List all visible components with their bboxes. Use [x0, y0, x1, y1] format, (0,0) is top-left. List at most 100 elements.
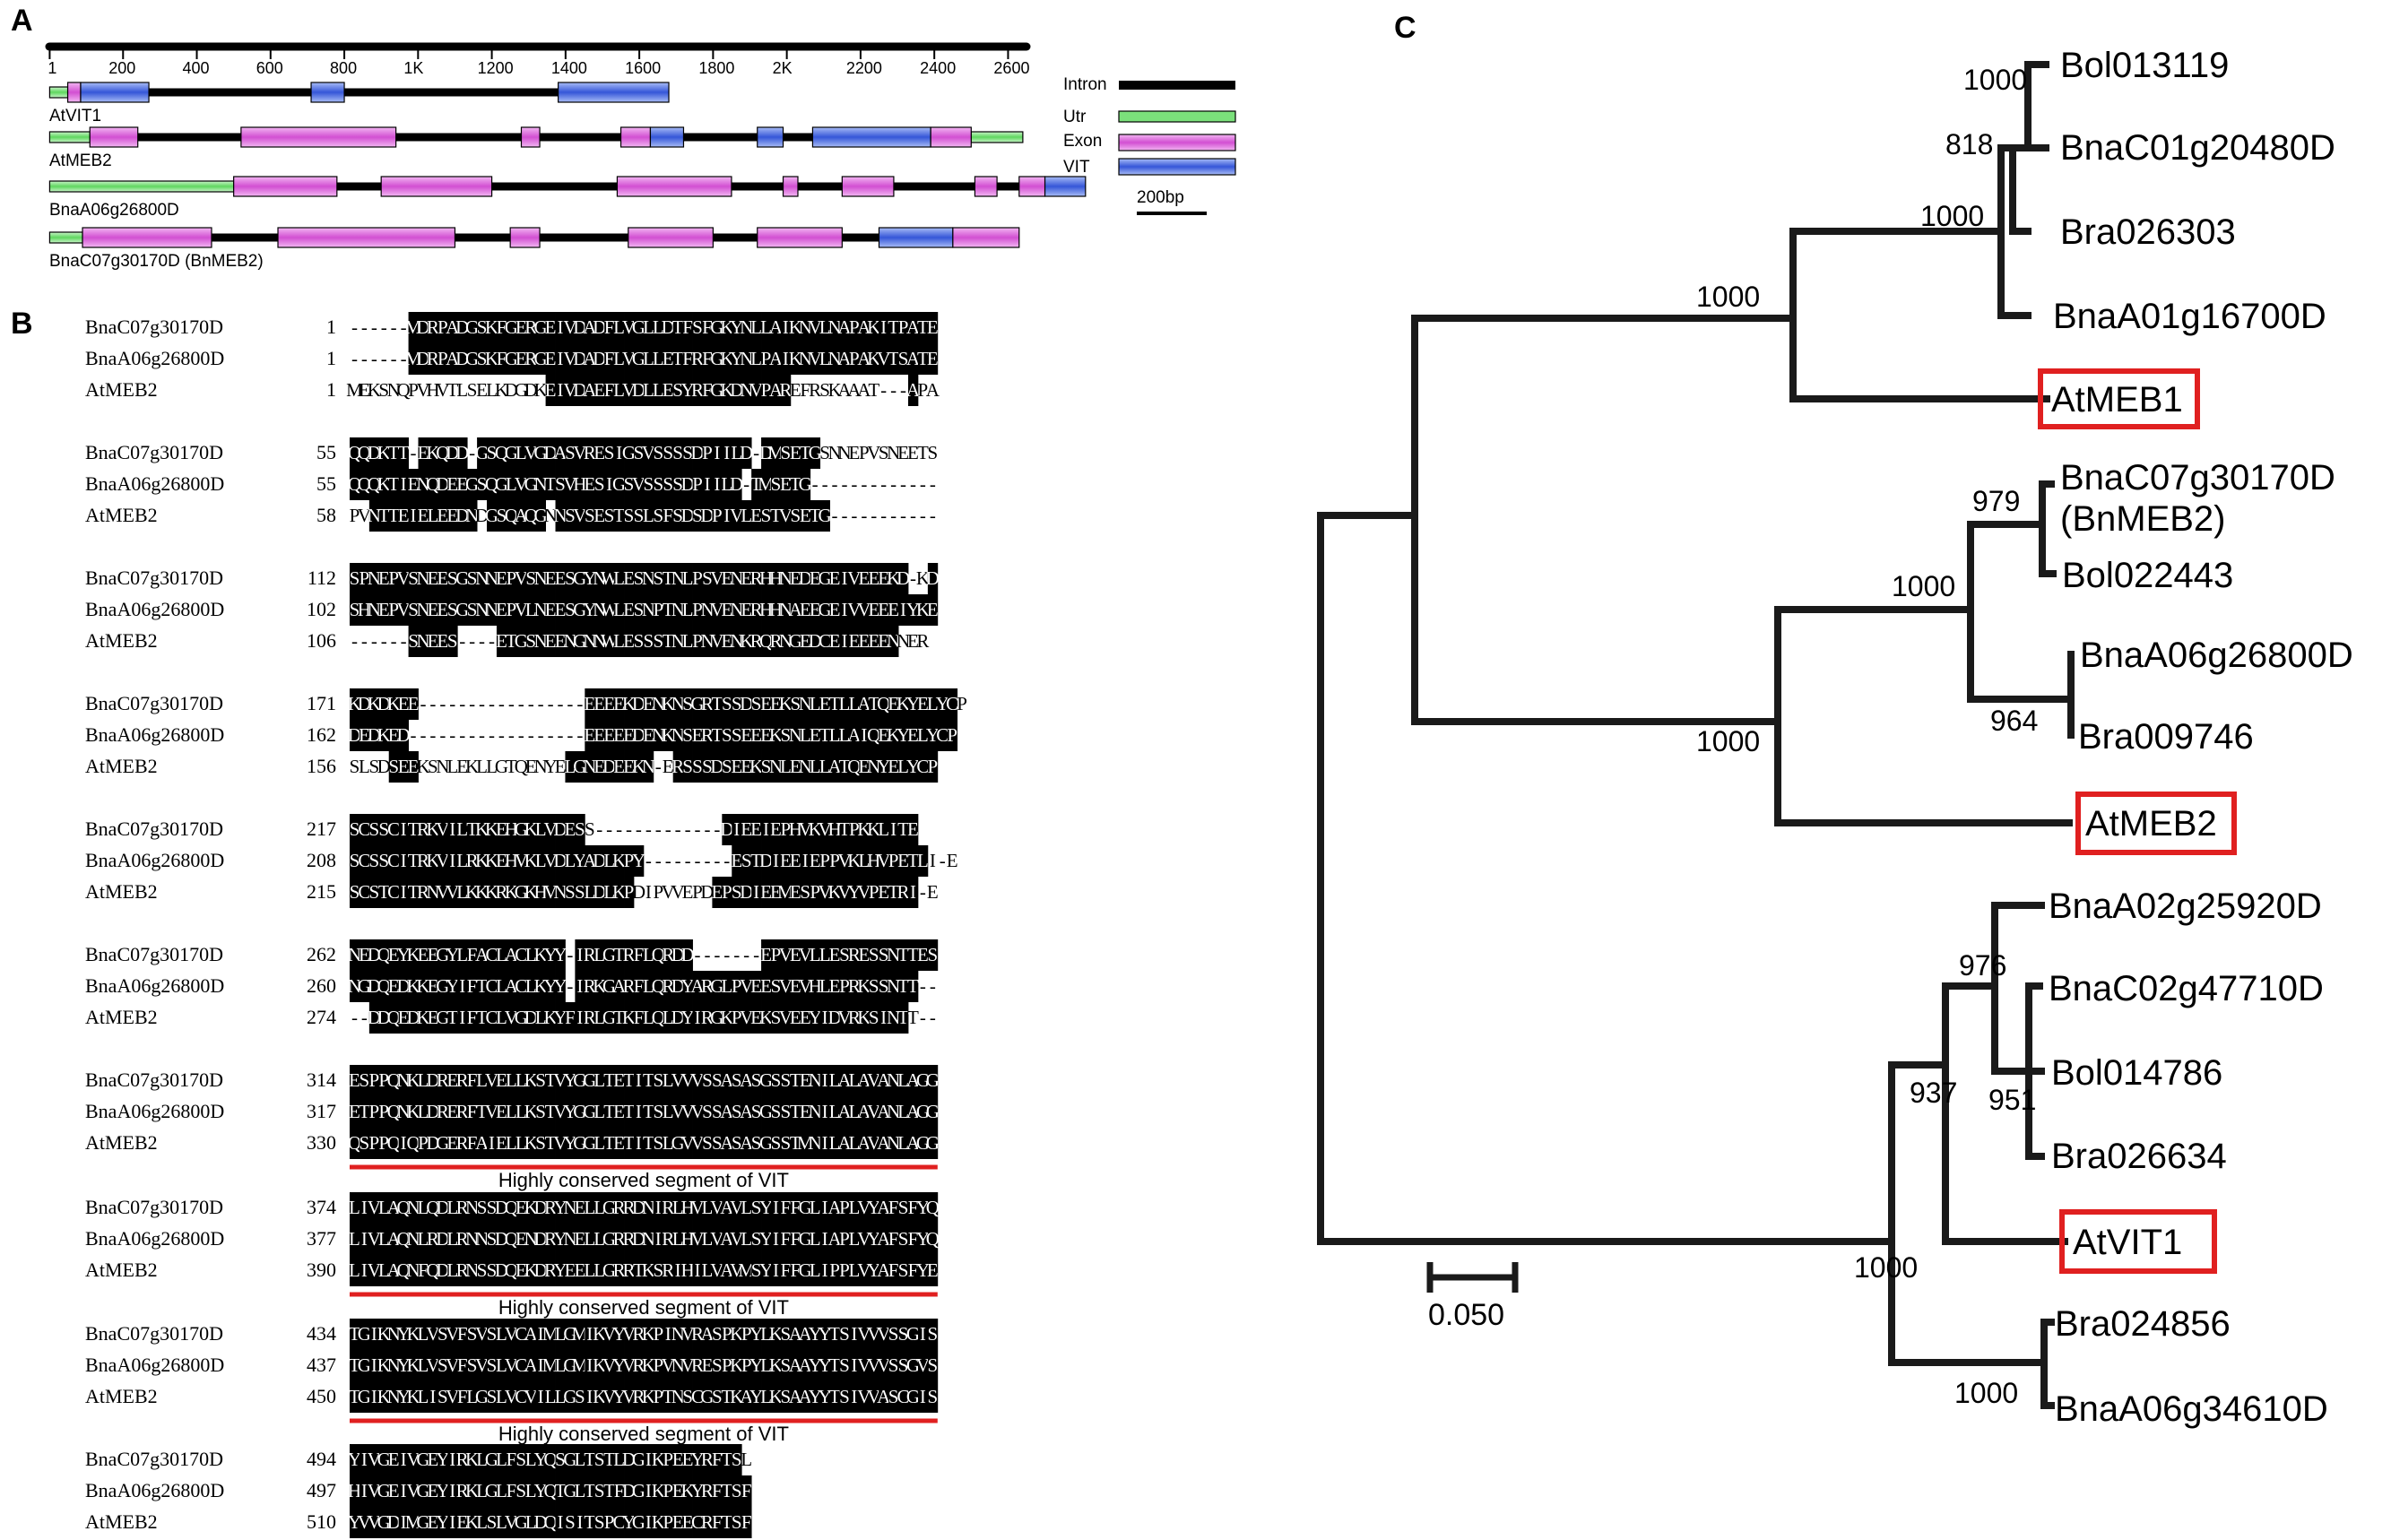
residue: P [692, 881, 703, 903]
residue-shade [614, 312, 625, 343]
residue: P [947, 724, 957, 746]
residue: G [505, 348, 518, 369]
residue: P [507, 567, 517, 589]
residue-shade [594, 626, 605, 657]
residue: S [378, 850, 389, 871]
residue: E [868, 567, 879, 589]
residue: G [632, 1511, 645, 1533]
vit-segment [310, 82, 345, 103]
exon-segment [66, 82, 82, 103]
residue-shade [682, 563, 693, 594]
residue-shade [359, 594, 370, 626]
residue-shade [761, 312, 772, 343]
residue: S [653, 630, 663, 652]
residue: F [781, 1197, 792, 1218]
residue-shade [672, 594, 684, 626]
residue: S [565, 1511, 576, 1533]
residue: - [930, 975, 936, 997]
residue-shade [408, 688, 419, 720]
residue-shade [780, 845, 792, 877]
residue-shade [437, 939, 448, 971]
residue: T [506, 630, 517, 652]
residue: H [426, 379, 439, 401]
residue-shade [594, 594, 605, 626]
residue: I [538, 1386, 544, 1407]
residue-shade [506, 626, 517, 657]
residue-shade [663, 594, 674, 626]
residue: N [416, 599, 429, 620]
residue: R [691, 379, 704, 401]
residue-shade [515, 626, 527, 657]
residue: N [887, 630, 900, 652]
residue: Y [680, 1007, 694, 1028]
residue: Q [926, 1228, 940, 1250]
residue-shade [682, 688, 693, 720]
residue: I [733, 818, 740, 840]
sequence-name: BnaC07g30170D [85, 1322, 223, 1345]
residue-shade [447, 469, 458, 500]
residue-shade [604, 845, 615, 877]
residue-shade [575, 469, 585, 500]
residue-shade [633, 312, 645, 343]
residue: D [436, 473, 449, 495]
residue: - [655, 850, 662, 871]
residue-shade [722, 469, 732, 500]
residue-shade [937, 720, 949, 751]
residue: D [524, 379, 538, 401]
sequence-start-position: 314 [307, 1068, 336, 1091]
residue: G [436, 944, 449, 965]
residue-shade [418, 877, 429, 908]
support-818: 818 [1945, 128, 1993, 160]
residue-shade [780, 437, 792, 469]
residue: - [567, 724, 573, 746]
residue-shade [418, 626, 429, 657]
residue: E [663, 379, 674, 401]
residue-shade [368, 500, 380, 532]
residue-shade [604, 626, 615, 657]
residue-shade [800, 720, 811, 751]
residue: S [692, 505, 703, 526]
residue-shade [585, 939, 595, 971]
residue: E [603, 693, 615, 714]
residue: K [827, 379, 841, 401]
residue: P [810, 881, 820, 903]
residue-shade [350, 437, 360, 469]
panel-c-phylogenetic-tree: C [1317, 11, 2353, 1429]
sequence-start-position: 55 [316, 441, 336, 463]
support-979: 979 [1972, 485, 2020, 517]
residue: S [350, 567, 360, 589]
residue-shade [898, 751, 909, 783]
residue-shade [378, 469, 390, 500]
residue: I [576, 1007, 583, 1028]
residue: Y [906, 599, 920, 620]
residue-shade [859, 877, 870, 908]
residue: E [750, 505, 762, 526]
residue: N [534, 756, 548, 777]
residue: K [622, 693, 636, 714]
residue-shade [761, 751, 772, 783]
residue-shade [879, 720, 889, 751]
vit-segment [558, 82, 670, 103]
residue: P [507, 599, 517, 620]
residue-shade [467, 814, 478, 845]
residue: L [486, 379, 498, 401]
residue: K [475, 818, 489, 840]
residue-shade [614, 751, 625, 783]
residue-shade [859, 626, 870, 657]
residue-shade [879, 343, 889, 375]
residue-shade [722, 500, 732, 532]
residue: N [553, 505, 567, 526]
residue: R [584, 944, 596, 965]
residue: L [917, 724, 929, 746]
residue: D [475, 505, 489, 526]
residue: I [616, 442, 622, 463]
utr-segment [970, 131, 1024, 143]
residue: F [741, 1511, 752, 1533]
residue: V [710, 567, 723, 589]
residue-shade [614, 500, 625, 532]
residue: V [837, 881, 851, 903]
residue-shade [751, 877, 762, 908]
residue-shade [437, 845, 448, 877]
